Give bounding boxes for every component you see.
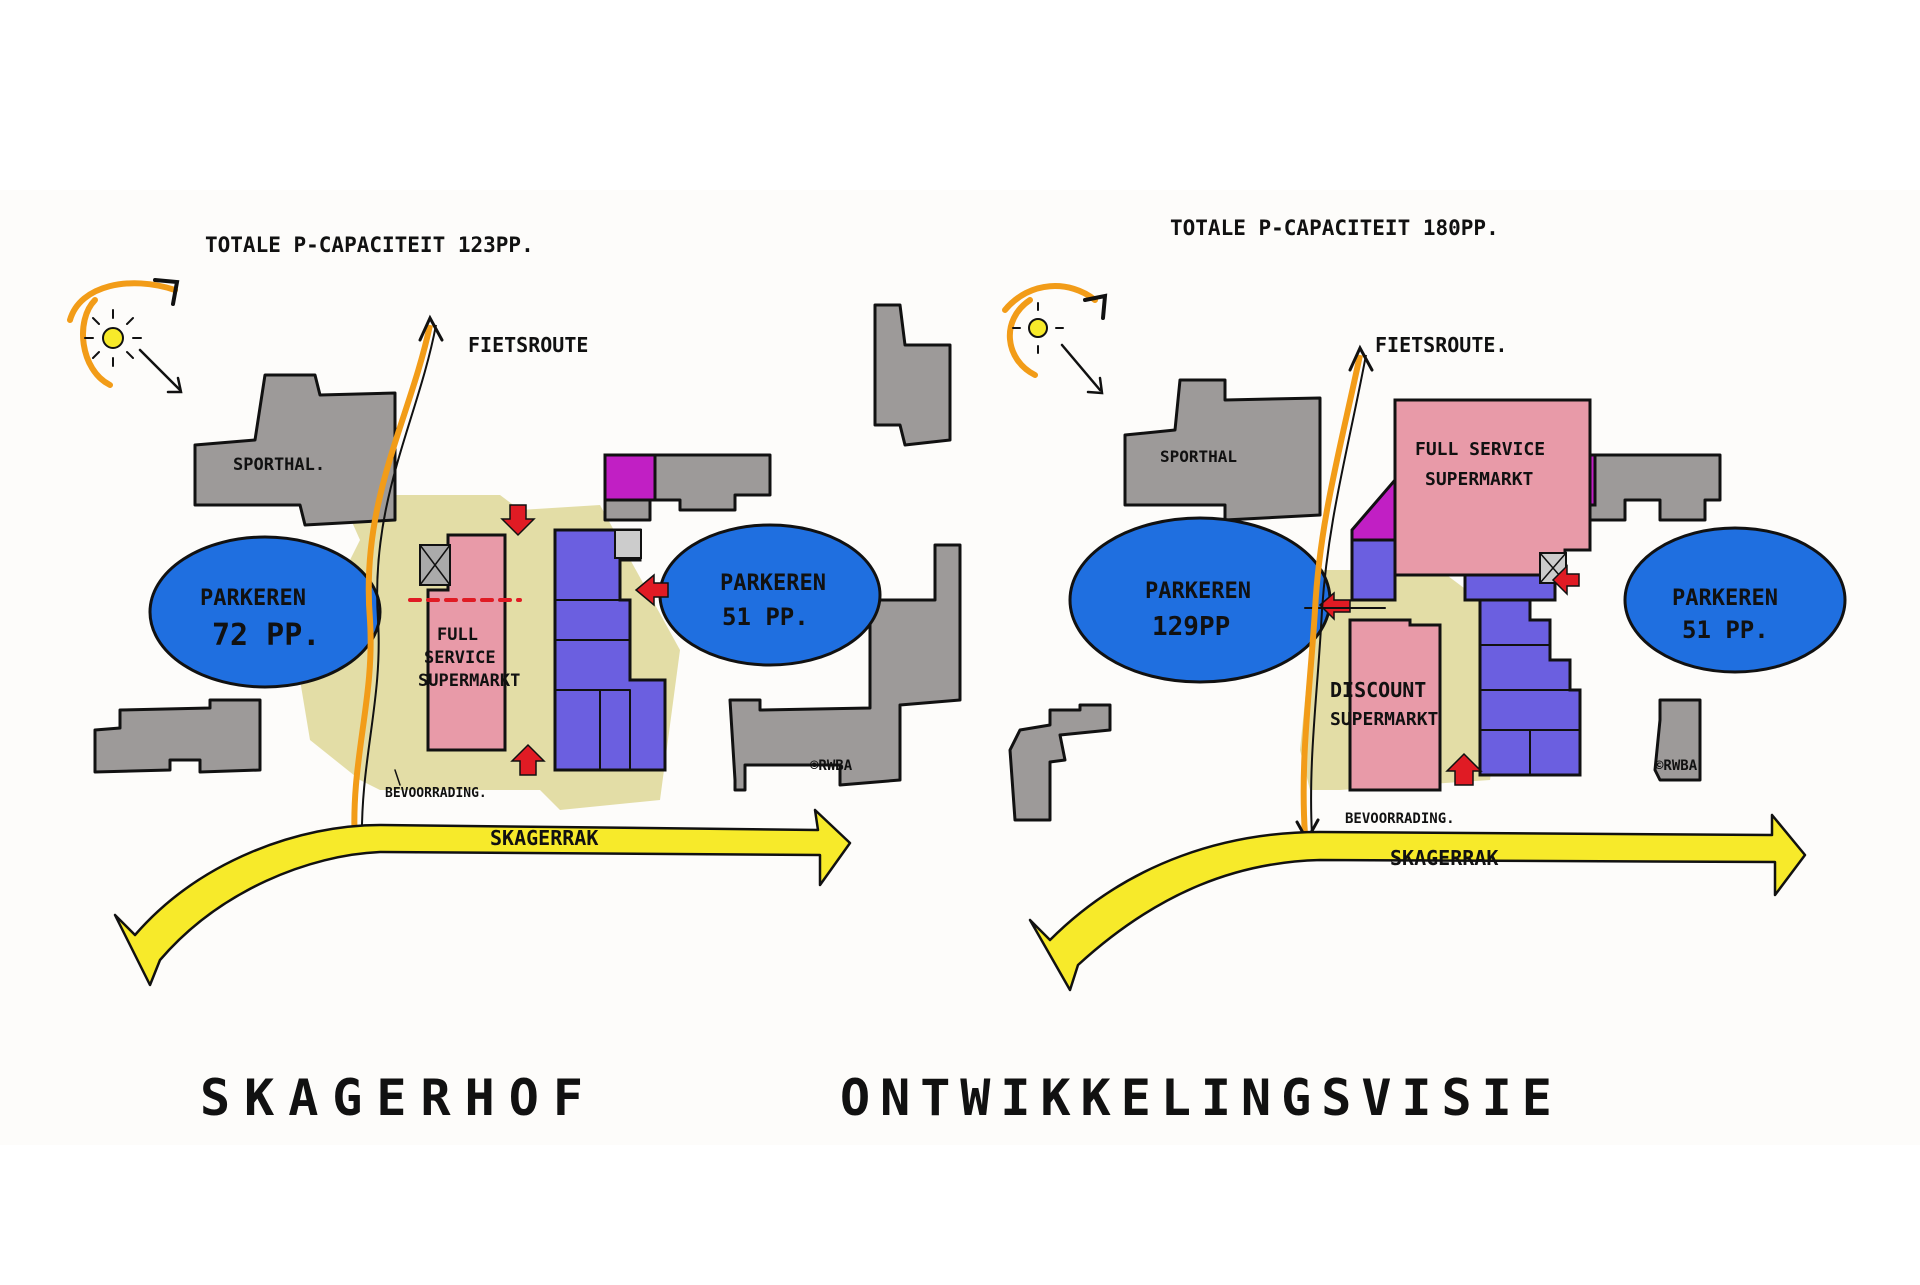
right-fullservice-line1: FULL SERVICE [1415,439,1545,460]
right-parking-east [1623,526,1847,674]
left-road-label: SKAGERRAK [490,826,598,850]
right-road-label: SKAGERRAK [1390,846,1498,870]
right-sports-hall [1123,378,1322,522]
left-special-building [603,453,657,502]
left-building-southwest [93,698,262,774]
left-building-north-small [873,303,952,447]
title-skagerhof: SKAGERHOF [200,1069,597,1127]
right-housing-block [1478,598,1582,777]
left-road-skagerrak [113,808,852,987]
left-parking-west-label: PARKEREN [200,586,306,611]
right-building-northeast [1578,453,1722,522]
right-supply-label: BEVOORRADING. [1345,811,1455,827]
north-arrow-icon [1083,293,1108,320]
right-sports-hall-label: SPORTHAL [1160,447,1237,466]
left-parking-west-count: 72 PP. [212,618,320,653]
left-parking-west [148,535,382,689]
red-entrance-arrow-icon [1551,564,1580,596]
left-supermarket-line3: SUPERMARKT [418,671,520,691]
north-arrow-icon [153,278,180,306]
left-supply-label: BEVOORRADING. [385,786,487,801]
title-ontwikkelingsvisie: ONTWIKKELINGSVISIE [840,1069,1562,1127]
red-entrance-arrow-icon [500,504,536,537]
right-discount-supermarket [1348,618,1442,792]
left-parking-east-label: PARKEREN [720,571,826,596]
right-discount-line1: DISCOUNT [1330,678,1426,702]
left-building-east-lshape [728,543,962,792]
red-entrance-arrow-icon [510,743,546,776]
right-capacity-label: TOTALE P-CAPACITEIT 180PP. [1170,216,1499,240]
right-building-southwest [1008,703,1112,822]
right-cycle-route [1300,354,1363,836]
left-cycle-route [351,324,433,846]
left-sports-hall [193,373,397,527]
right-parking-west-label: PARKEREN [1145,579,1251,604]
left-supermarket-line1: FULL [437,625,478,645]
right-fullservice-line2: SUPERMARKT [1425,469,1534,490]
right-special-building [1350,475,1397,542]
left-sports-hall-label: SPORTHAL. [233,455,325,475]
left-plan: TOTALE P-CAPACITEIT 123PP. SPORTHAL. [67,233,962,987]
right-signature: ©RWBA [1655,758,1698,774]
left-parking-east-count: 51 PP. [722,603,809,631]
left-housing-storage [614,529,642,559]
right-discount-line2: SUPERMARKT [1330,709,1439,730]
left-capacity-label: TOTALE P-CAPACITEIT 123PP. [205,233,534,257]
right-road-skagerrak [1028,813,1807,992]
right-cycle-route-label: FIETSROUTE. [1375,333,1507,357]
right-plan: TOTALE P-CAPACITEIT 180PP. SPORTHAL ©RWB… [1002,216,1847,992]
red-entrance-arrow-icon [634,573,669,607]
red-entrance-arrow-icon [1318,591,1351,621]
left-supermarket [426,533,507,752]
sun-icon [1002,283,1104,395]
left-signature: ©RWBA [810,758,853,774]
left-cycle-route-label: FIETSROUTE [468,333,588,357]
sun-icon [67,280,183,394]
right-parking-east-count: 51 PP. [1682,616,1769,644]
red-entrance-arrow-icon [1445,752,1483,786]
left-supermarket-line2: SERVICE [424,648,496,668]
right-housing-strip [1463,573,1557,602]
right-building-southeast [1653,698,1702,782]
right-parking-west-count: 129PP [1152,612,1230,642]
right-housing-west [1350,538,1397,602]
right-parking-east-label: PARKEREN [1672,586,1778,611]
